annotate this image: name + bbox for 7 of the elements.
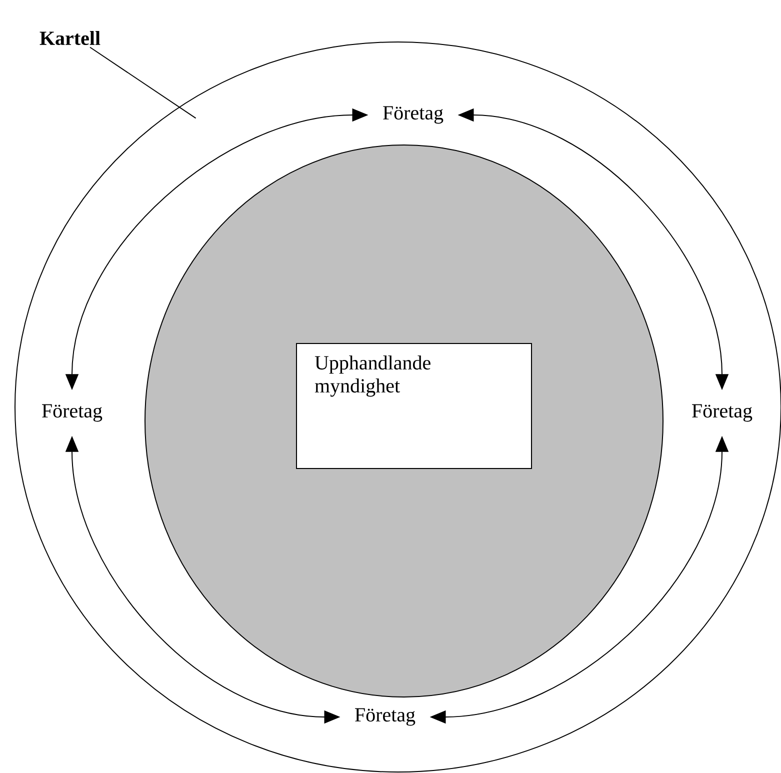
node-label: Företag: [42, 404, 102, 422]
node-label: Företag: [692, 404, 752, 422]
node-label: Företag: [355, 708, 416, 726]
heading-label: Kartell: [40, 30, 100, 46]
leader-line: [90, 46, 196, 119]
process-box: Upphandlande myndighet: [296, 343, 532, 469]
node-label: Företag: [383, 106, 444, 124]
